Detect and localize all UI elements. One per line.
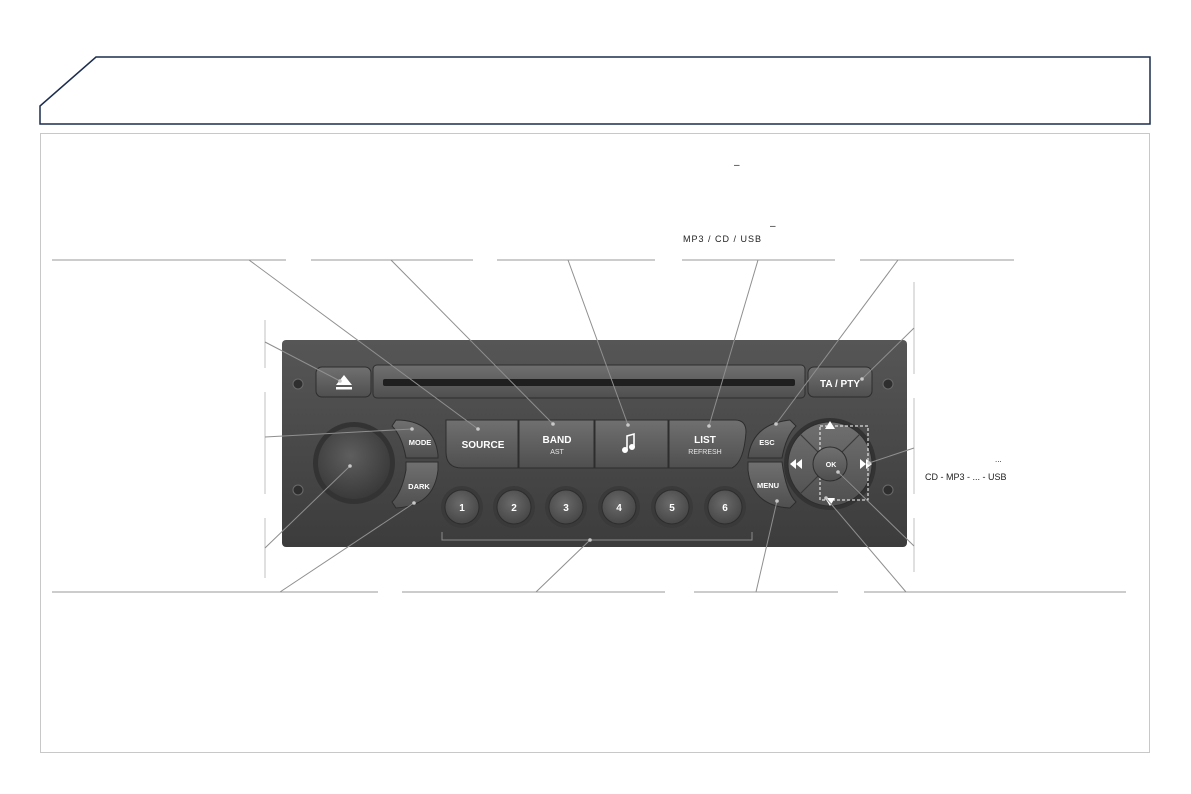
ta-pty-label: TA / PTY xyxy=(820,379,860,390)
cd-slot xyxy=(383,379,795,386)
list-sub-label: REFRESH xyxy=(688,449,721,456)
leader-lines xyxy=(248,259,915,593)
list-callout-label: MP3 / CD / USB xyxy=(683,234,763,244)
preset-label: 1 xyxy=(459,503,465,514)
list-dash-mark: – xyxy=(770,221,776,232)
source-button[interactable]: SOURCE xyxy=(445,419,519,469)
preset-buttons: 1 2 3 4 5 6 xyxy=(441,486,746,528)
list-button[interactable]: LIST REFRESH xyxy=(668,419,747,469)
preset-button[interactable]: 3 xyxy=(545,486,587,528)
right-callout-label: CD - MP3 - ... - USB xyxy=(925,472,1007,482)
source-label: SOURCE xyxy=(462,440,505,451)
esc-button[interactable]: ESC xyxy=(747,419,797,459)
screw-holes xyxy=(292,378,894,496)
right-small-mark: ... xyxy=(995,455,1002,464)
content-frame xyxy=(40,133,1150,753)
ta-pty-button[interactable]: TA / PTY xyxy=(807,366,873,398)
preset-label: 4 xyxy=(616,503,622,514)
band-sub-label: AST xyxy=(550,449,564,456)
music-note-icon xyxy=(621,432,635,453)
up-arrow-icon[interactable] xyxy=(825,421,835,429)
music-button[interactable] xyxy=(594,419,669,469)
ok-label: OK xyxy=(826,462,837,469)
page-header-banner xyxy=(39,56,1151,125)
preset-label: 6 xyxy=(722,503,728,514)
preset-bracket xyxy=(441,532,753,541)
preset-button[interactable]: 2 xyxy=(493,486,535,528)
preset-label: 2 xyxy=(511,503,517,514)
esc-label: ESC xyxy=(759,438,775,447)
top-small-mark: – xyxy=(734,160,740,171)
preset-button[interactable]: 6 xyxy=(704,486,746,528)
eject-button[interactable] xyxy=(315,366,372,398)
band-label: BAND xyxy=(543,435,572,446)
menu-button[interactable]: MENU xyxy=(747,461,797,509)
preset-label: 3 xyxy=(563,503,569,514)
band-button[interactable]: BAND AST xyxy=(518,419,595,469)
leader-dots xyxy=(338,377,871,542)
volume-knob[interactable] xyxy=(318,427,390,499)
preset-button[interactable]: 1 xyxy=(441,486,483,528)
mode-label: MODE xyxy=(409,438,432,447)
preset-button[interactable]: 4 xyxy=(598,486,640,528)
preset-label: 5 xyxy=(669,503,675,514)
preset-button[interactable]: 5 xyxy=(651,486,693,528)
rewind-icon[interactable] xyxy=(790,459,802,469)
dark-button[interactable]: DARK xyxy=(391,461,439,509)
list-label: LIST xyxy=(694,435,716,446)
menu-label: MENU xyxy=(757,481,779,490)
dark-label: DARK xyxy=(408,482,430,491)
